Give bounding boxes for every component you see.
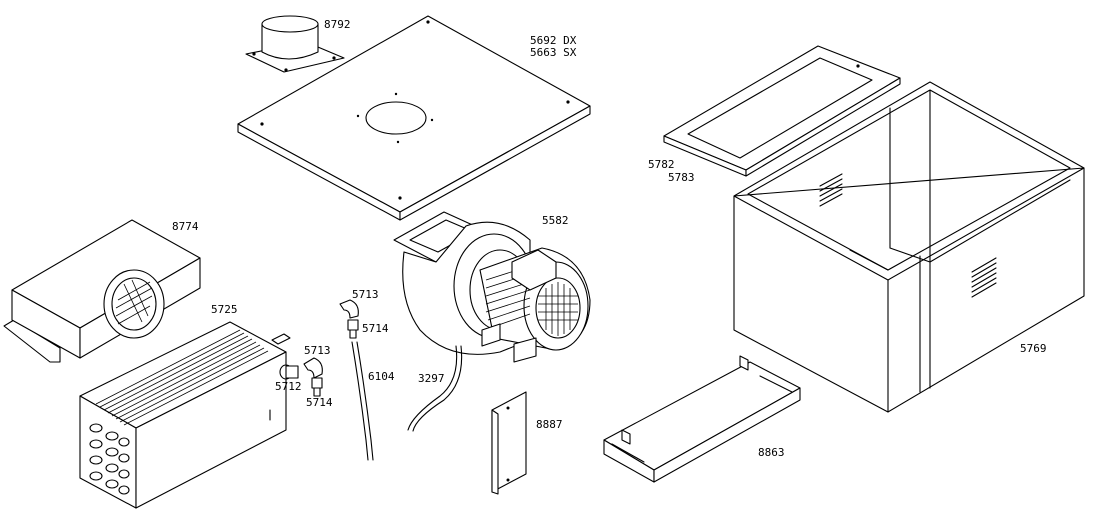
label-nipple-a: 5714 <box>362 322 389 335</box>
label-pipe: 6104 <box>368 370 395 383</box>
hose-part <box>407 345 463 432</box>
nipple-b-part <box>311 377 323 397</box>
label-bracket: 8887 <box>536 418 563 431</box>
nipple-a-part <box>347 319 359 339</box>
label-top-panel-dx: 5692 DX <box>530 34 577 47</box>
label-frame-b: 5783 <box>668 171 695 184</box>
label-coil: 5725 <box>211 303 238 316</box>
collar-part <box>245 15 345 73</box>
tray-part <box>603 355 801 483</box>
louver-inner <box>819 173 843 207</box>
label-elbow-a: 5713 <box>352 288 379 301</box>
label-cabinet: 5769 <box>1020 342 1047 355</box>
label-tray: 8863 <box>758 446 785 459</box>
top-panel-part <box>237 15 591 221</box>
cabinet-part <box>733 81 1085 413</box>
coil-tubes <box>89 423 130 495</box>
reducer-part <box>279 364 299 380</box>
label-reducer: 5712 <box>275 380 302 393</box>
coil-part <box>79 321 291 509</box>
label-top-panel-sx: 5663 SX <box>530 46 577 59</box>
label-nipple-b: 5714 <box>306 396 333 409</box>
label-fan: 5582 <box>542 214 569 227</box>
label-collar: 8792 <box>324 18 351 31</box>
pipe-part <box>351 341 374 461</box>
bracket-part <box>491 391 527 495</box>
label-elbow-b: 5713 <box>304 344 331 357</box>
elbow-b-part <box>303 357 323 379</box>
motor-grille <box>538 282 578 336</box>
label-hose: 3297 <box>418 372 445 385</box>
frame-part <box>663 45 901 177</box>
label-frame: 5782 <box>648 158 675 171</box>
coil-fins <box>95 329 269 426</box>
elbow-a-part <box>339 299 359 319</box>
fan-cover-part <box>3 219 201 363</box>
cover-grille <box>115 279 153 325</box>
fan-part <box>393 211 591 363</box>
louver-side <box>971 257 997 298</box>
label-fan-cover: 8774 <box>172 220 199 233</box>
